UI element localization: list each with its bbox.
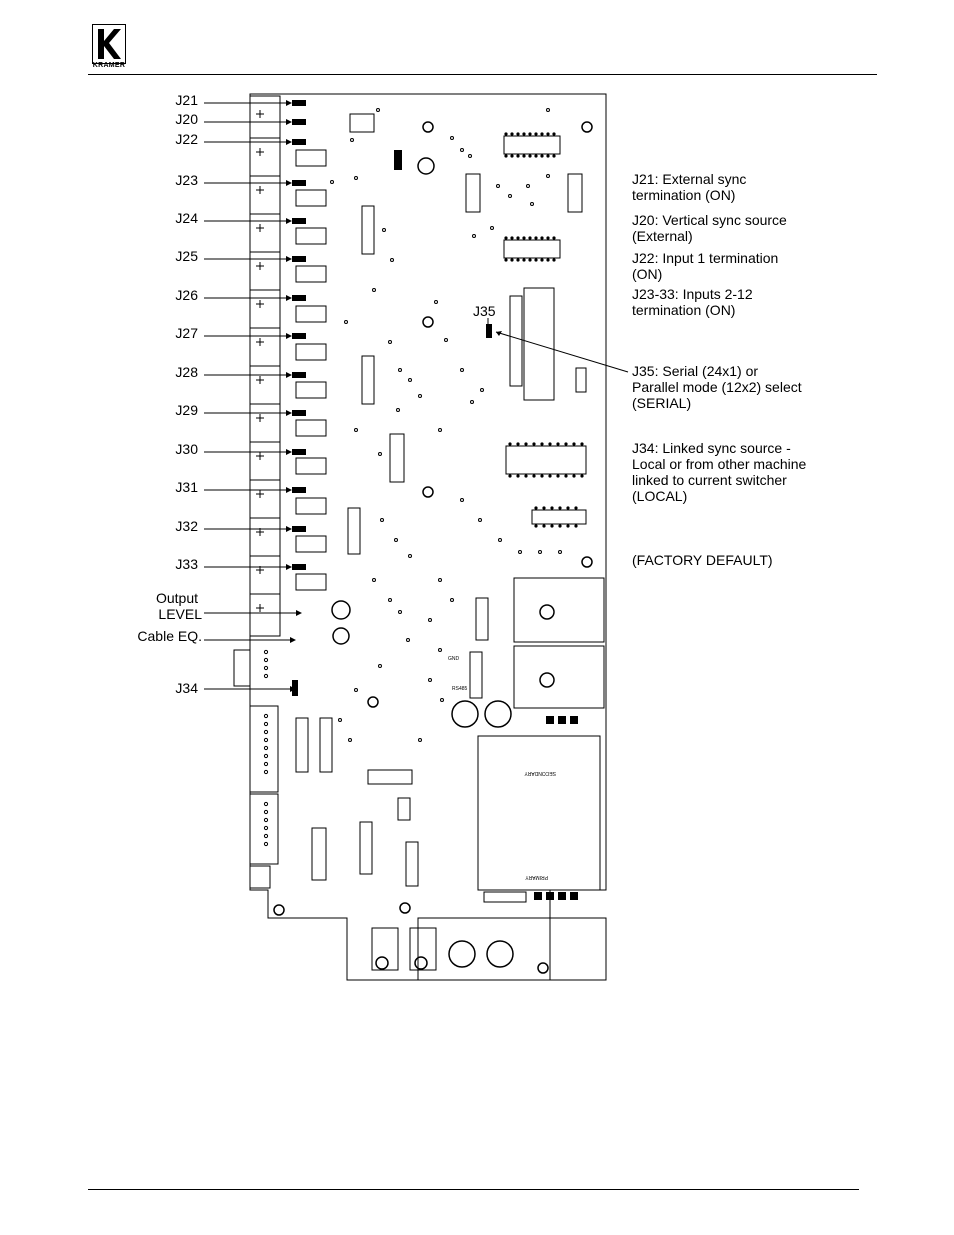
label-j22: J22 — [175, 131, 198, 147]
note-j35: J35: Serial (24x1) or Parallel mode (12x… — [632, 363, 802, 411]
kramer-logo — [91, 23, 127, 72]
label-j20: J20 — [175, 111, 198, 127]
label-j29: J29 — [175, 402, 198, 418]
label-j24: J24 — [175, 210, 198, 226]
board-outline — [249, 93, 607, 981]
header-rule — [88, 74, 877, 75]
label-j27: J27 — [175, 325, 198, 341]
label-j28: J28 — [175, 364, 198, 380]
label-j31: J31 — [175, 479, 198, 495]
label-j21: J21 — [175, 92, 198, 108]
logo-wordmark: KRAMER — [92, 62, 126, 69]
note-j20: J20: Vertical sync source (External) — [632, 212, 787, 244]
footer-rule — [88, 1189, 859, 1190]
label-j30: J30 — [175, 441, 198, 457]
label-cable-eq: Cable EQ. — [137, 628, 202, 644]
j35-jumper — [486, 324, 492, 338]
secondary-silkscreen: SECONDARY — [524, 770, 556, 776]
label-output: Output — [155, 590, 198, 606]
pcb-sub-board — [477, 735, 601, 891]
note-j21: J21: External sync termination (ON) — [632, 171, 747, 203]
label-j23: J23 — [175, 172, 198, 188]
primary-silkscreen: PRIMARY — [525, 874, 548, 880]
rs485-silkscreen: RS485 — [452, 686, 468, 692]
note-j23-33: J23-33: Inputs 2-12 termination (ON) — [632, 286, 753, 318]
label-j32: J32 — [175, 518, 198, 534]
note-factory-default: (FACTORY DEFAULT) — [632, 552, 773, 568]
label-j35: J35 — [473, 303, 496, 319]
note-j34: J34: Linked sync source - Local or from … — [632, 440, 807, 504]
label-level: LEVEL — [158, 606, 202, 622]
gnd-silkscreen: GND — [448, 656, 460, 662]
label-j26: J26 — [175, 287, 198, 303]
label-j25: J25 — [175, 248, 198, 264]
note-j22: J22: Input 1 termination (ON) — [632, 250, 779, 282]
label-j33: J33 — [175, 556, 198, 572]
j34-jumper — [292, 680, 298, 696]
label-j34: J34 — [175, 680, 198, 696]
